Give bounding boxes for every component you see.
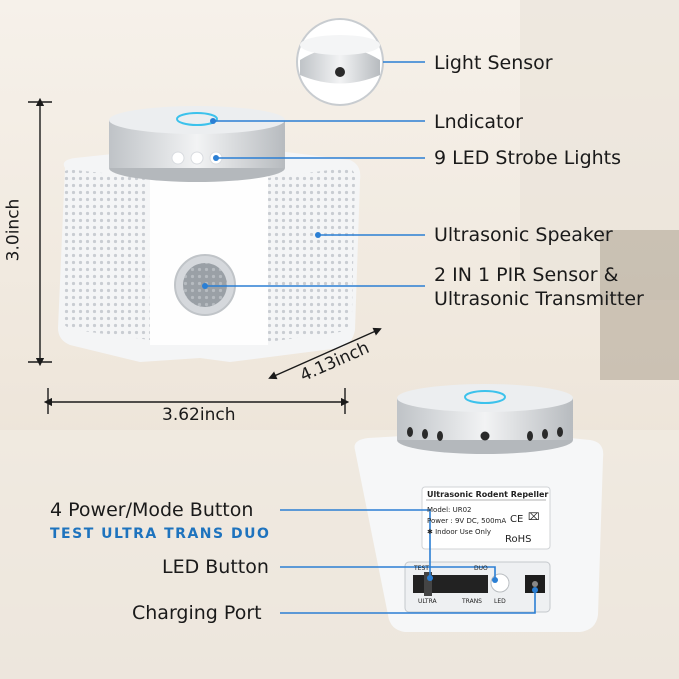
- back-callout-dots: [427, 575, 538, 593]
- product-label-power: Power : 9V DC, 500mA: [427, 517, 507, 525]
- strobe-led: [171, 151, 185, 165]
- label-charging: Charging Port: [132, 602, 262, 624]
- label-light-sensor: Light Sensor: [434, 52, 553, 74]
- switch-label-test: TEST: [414, 565, 429, 572]
- label-led-button: LED Button: [162, 556, 269, 578]
- light-sensor-dot: [335, 67, 345, 77]
- label-pir-line1: 2 IN 1 PIR Sensor &: [434, 264, 619, 286]
- label-pir-line2: Ultrasonic Transmitter: [434, 288, 644, 310]
- switch-label-duo: DUO: [474, 565, 488, 572]
- led-button: [490, 573, 510, 593]
- label-indicator: Lndicator: [434, 111, 523, 133]
- switch-label-trans: TRANS: [462, 598, 482, 605]
- label-modes: TEST ULTRA TRANS DUO: [50, 526, 271, 542]
- product-label: [421, 486, 551, 550]
- main-device: [58, 106, 361, 362]
- left-speaker-grille: [61, 169, 150, 340]
- right-speaker-grille: [268, 168, 356, 342]
- label-power-mode: 4 Power/Mode Button: [50, 499, 254, 521]
- back-callout-lines: [280, 509, 536, 614]
- product-label-ce: CE: [510, 514, 524, 525]
- product-label-rohs: RoHS: [505, 534, 532, 545]
- callout-dots: [202, 118, 321, 289]
- callout-lines: [205, 61, 425, 287]
- window-frame: [520, 0, 679, 300]
- switch-label-led: LED: [494, 598, 506, 605]
- product-label-indoor-text: Indoor Use Only: [435, 528, 492, 536]
- strobe-led: [190, 151, 204, 165]
- warning-icon: ✱: [427, 528, 436, 536]
- back-device: [354, 384, 604, 632]
- dim-width: 3.62inch: [162, 405, 236, 425]
- product-label-indoor: ✱ Indoor Use Only: [427, 528, 491, 536]
- bin-icon: ⌧: [528, 512, 540, 523]
- switch-label-ultra: ULTRA: [418, 598, 437, 605]
- dim-height: 3.0inch: [3, 198, 24, 262]
- product-label-model: Model: UR02: [427, 506, 472, 514]
- dimension-lines: [28, 97, 382, 414]
- indicator-ring: [176, 112, 218, 126]
- label-strobe: 9 LED Strobe Lights: [434, 147, 622, 169]
- label-speaker: Ultrasonic Speaker: [434, 224, 613, 246]
- light-sensor-zoom: [296, 18, 384, 106]
- product-label-title: Ultrasonic Rodent Repeller: [427, 490, 549, 499]
- room-shelf: [600, 230, 679, 380]
